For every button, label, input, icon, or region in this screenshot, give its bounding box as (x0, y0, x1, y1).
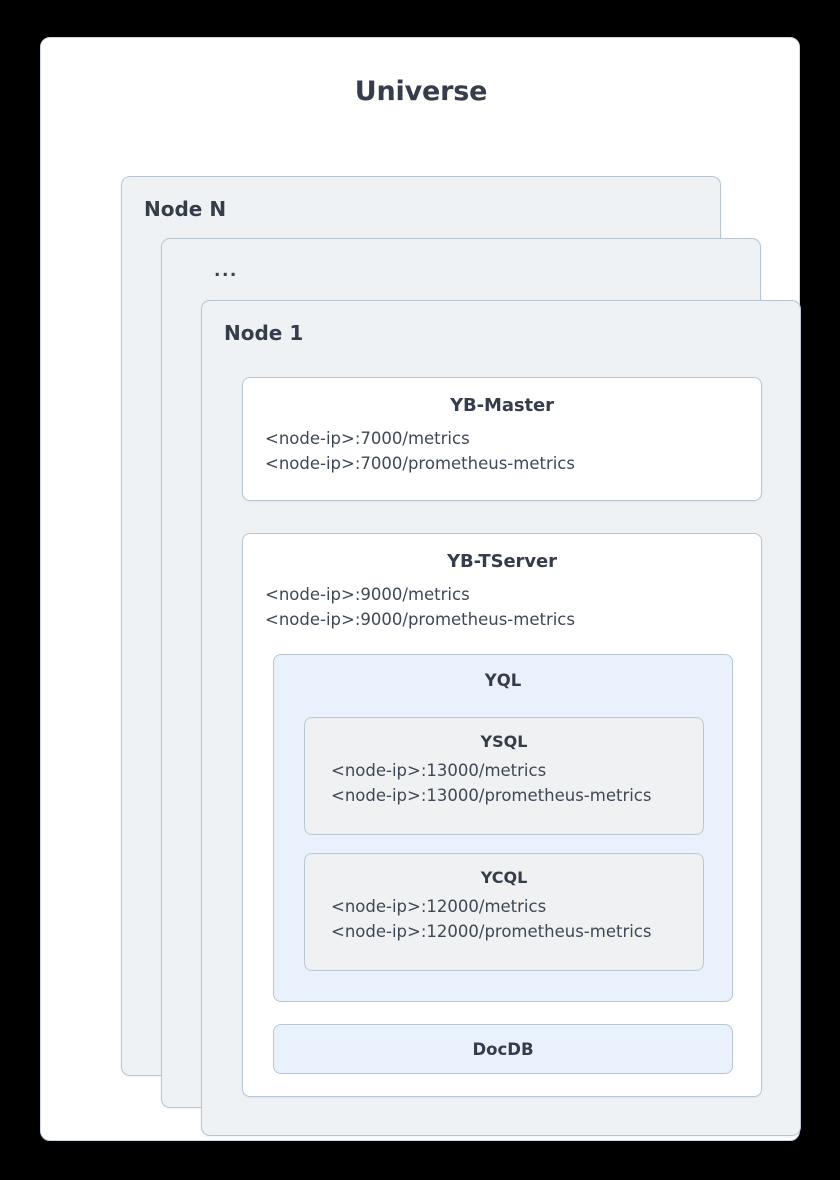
yb-tserver-title: YB-TServer (447, 551, 557, 572)
ycql-endpoints: <node-ip>:12000/metrics <node-ip>:12000/… (305, 895, 703, 945)
universe-card: Universe Node N ... Node 1 YB-Master <no… (40, 37, 801, 1141)
yb-master-box: YB-Master <node-ip>:7000/metrics <node-i… (242, 377, 762, 501)
yb-master-endpoint-metrics: <node-ip>:7000/metrics (265, 429, 470, 448)
ycql-endpoint-metrics: <node-ip>:12000/metrics (331, 897, 547, 916)
ysql-endpoint-metrics: <node-ip>:13000/metrics (331, 761, 547, 780)
yb-tserver-endpoints: <node-ip>:9000/metrics <node-ip>:9000/pr… (243, 582, 761, 632)
node-n-label: Node N (144, 197, 227, 221)
ycql-endpoint-prometheus: <node-ip>:12000/prometheus-metrics (331, 921, 652, 941)
yb-master-endpoints: <node-ip>:7000/metrics <node-ip>:7000/pr… (243, 426, 761, 476)
yb-master-title: YB-Master (450, 395, 554, 416)
ysql-title: YSQL (480, 732, 528, 751)
docdb-title: DocDB (472, 1039, 534, 1059)
ysql-box: YSQL <node-ip>:13000/metrics <node-ip>:1… (304, 717, 704, 835)
yb-tserver-endpoint-prometheus: <node-ip>:9000/prometheus-metrics (265, 610, 575, 630)
yb-tserver-endpoint-metrics: <node-ip>:9000/metrics (265, 585, 470, 604)
yb-tserver-box: YB-TServer <node-ip>:9000/metrics <node-… (242, 533, 762, 1097)
docdb-box: DocDB (273, 1024, 733, 1074)
ysql-endpoints: <node-ip>:13000/metrics <node-ip>:13000/… (305, 759, 703, 809)
page-title: Universe (354, 76, 488, 107)
ycql-title: YCQL (480, 868, 528, 887)
yb-master-endpoint-prometheus: <node-ip>:7000/prometheus-metrics (265, 454, 575, 474)
yql-box: YQL YSQL <node-ip>:13000/metrics <node-i… (273, 654, 733, 1002)
yql-title: YQL (484, 671, 522, 690)
ycql-box: YCQL <node-ip>:12000/metrics <node-ip>:1… (304, 853, 704, 971)
ysql-endpoint-prometheus: <node-ip>:13000/prometheus-metrics (331, 785, 652, 805)
node-ellipsis-label: ... (214, 261, 238, 281)
node-1-label: Node 1 (224, 321, 304, 345)
node-card-node-1: Node 1 YB-Master <node-ip>:7000/metrics … (201, 300, 801, 1136)
